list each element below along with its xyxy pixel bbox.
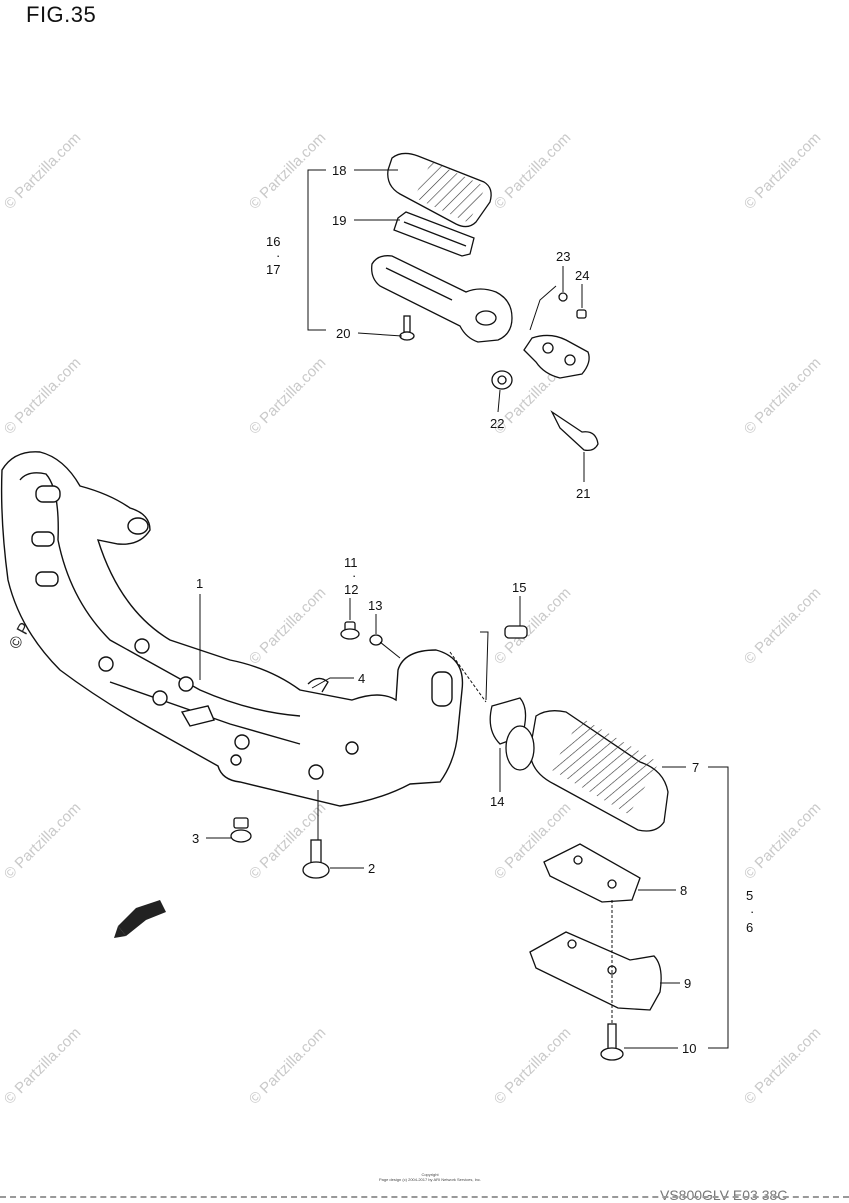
callout-3: 3 — [192, 831, 199, 846]
svg-text:·: · — [352, 568, 356, 583]
svg-text:·: · — [750, 904, 754, 919]
callout-21: 21 — [576, 486, 590, 501]
watermark: © Partzilla.com — [491, 129, 574, 212]
fwd-arrow-icon — [114, 900, 166, 938]
callout-17: 17 — [266, 262, 280, 277]
watermark: © Partzilla.com — [246, 354, 329, 437]
bolt-3 — [230, 817, 252, 843]
watermark: © Partzilla.com — [741, 129, 824, 212]
callout-labels: 1 2 3 4 5 6 7 8 9 10 11 12 13 14 15 16 1… — [192, 163, 754, 1056]
watermark: © Partzilla.com — [741, 799, 824, 882]
washer-13 — [369, 634, 383, 646]
watermark: © Partzilla.com — [1, 354, 84, 437]
callout-5: 5 — [746, 888, 753, 903]
callout-8: 8 — [680, 883, 687, 898]
bolt-10 — [600, 1023, 624, 1061]
callout-10: 10 — [682, 1041, 696, 1056]
clip-24 — [576, 309, 587, 319]
watermark: © Partzilla.com — [1, 129, 84, 212]
footer-copyright: Copyright Page design (c) 2004-2017 by A… — [330, 1172, 530, 1182]
watermark: © Partzilla.com — [246, 1024, 329, 1107]
rubber-ribs — [414, 161, 486, 223]
callout-14: 14 — [490, 794, 504, 809]
figure-title: FIG.35 — [26, 2, 97, 27]
lower-footrest-group — [505, 710, 669, 1061]
copyright-line-1: Copyright — [421, 1172, 439, 1177]
bolt-21 — [550, 410, 599, 452]
callout-16: 16 — [266, 234, 280, 249]
callout-2: 2 — [368, 861, 375, 876]
footrest-base-9 — [529, 931, 662, 1011]
bolt-20 — [399, 315, 415, 341]
callout-1: 1 — [196, 576, 203, 591]
main-bracket-1 — [0, 451, 464, 807]
main-bracket-group — [0, 451, 464, 807]
callout-19: 19 — [332, 213, 346, 228]
watermark: © Partzilla.com — [741, 584, 824, 667]
callout-24: 24 — [575, 268, 589, 283]
watermark: © Partzilla.com — [246, 584, 329, 667]
callout-4: 4 — [358, 671, 365, 686]
footrest-bracket — [371, 255, 513, 343]
callout-20: 20 — [336, 326, 350, 341]
watermark: © Partzilla.com — [1, 1024, 84, 1107]
callout-22: 22 — [490, 416, 504, 431]
callout-11: 11 — [344, 555, 358, 570]
footrest-mount — [523, 334, 590, 379]
watermark: © Partzilla.com — [246, 129, 329, 212]
watermark: © Partzilla.com — [741, 354, 824, 437]
callout-18: 18 — [332, 163, 346, 178]
bolt-15 — [504, 625, 528, 639]
callout-9: 9 — [684, 976, 691, 991]
bolt-11 — [340, 621, 360, 640]
watermark: © Partzilla.com — [491, 584, 574, 667]
svg-text:·: · — [276, 248, 280, 263]
pin-23 — [558, 292, 568, 302]
footer-divider — [0, 1196, 849, 1198]
watermark: © Partzilla.com — [491, 1024, 574, 1107]
copyright-line-2: Page design (c) 2004-2017 by ARI Network… — [378, 1177, 482, 1182]
leader-lines — [199, 169, 729, 1049]
watermark: © Partzilla.com — [1, 799, 84, 882]
callout-12: 12 — [344, 582, 358, 597]
watermark: © Partzilla.com — [741, 1024, 824, 1107]
hardware-group — [230, 621, 528, 879]
callout-6: 6 — [746, 920, 753, 935]
diagram-code: VS800GLV E03 38C — [660, 1187, 788, 1203]
callout-13: 13 — [368, 598, 382, 613]
callout-23: 23 — [556, 249, 570, 264]
upper-footrest-group — [371, 152, 599, 452]
callout-15: 15 — [512, 580, 526, 595]
clip-4 — [307, 677, 329, 693]
footrest-plate-8 — [543, 843, 641, 903]
callout-7: 7 — [692, 760, 699, 775]
bolt-2 — [302, 839, 330, 879]
